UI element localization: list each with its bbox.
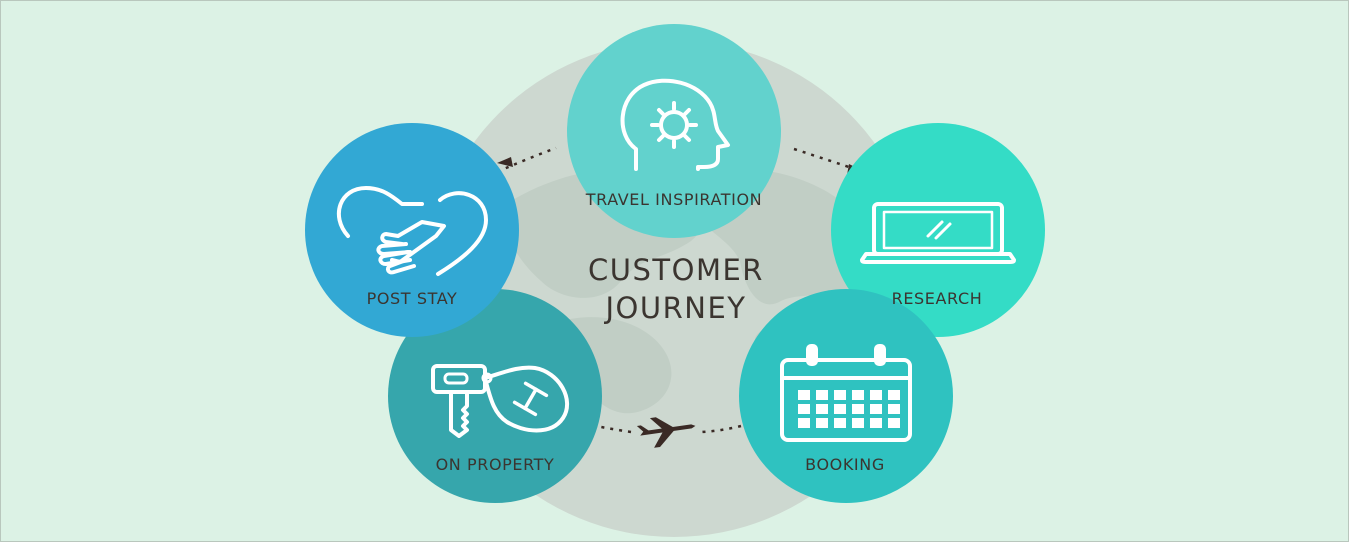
connector-booking-to-property-left	[595, 424, 632, 434]
laptop-icon	[860, 202, 1016, 264]
title-line-1: CUSTOMER	[588, 253, 764, 287]
title-line-2: JOURNEY	[605, 291, 747, 325]
connector-booking-to-property-right	[700, 424, 742, 434]
step-circle-research	[831, 123, 1045, 337]
step-label-booking: BOOKING	[805, 455, 885, 474]
handshake-heart-icon	[337, 186, 488, 276]
arrow-head-icon	[497, 157, 513, 167]
key-tag-icon	[431, 364, 570, 438]
step-label-travel-inspiration: TRAVEL INSPIRATION	[585, 190, 763, 209]
step-label-post-stay: POST STAY	[366, 289, 458, 308]
head-gear-icon	[620, 78, 730, 171]
step-label-on-property: ON PROPERTY	[435, 455, 555, 474]
step-circle-travel-inspiration	[567, 24, 781, 238]
connector-poststay-to-inspiration	[480, 146, 557, 181]
airplane-icon	[636, 417, 696, 448]
step-circle-on-property	[388, 289, 602, 503]
diagram-title: CUSTOMER JOURNEY	[521, 251, 831, 327]
step-label-research: RESEARCH	[891, 289, 983, 308]
calendar-icon	[780, 344, 912, 442]
